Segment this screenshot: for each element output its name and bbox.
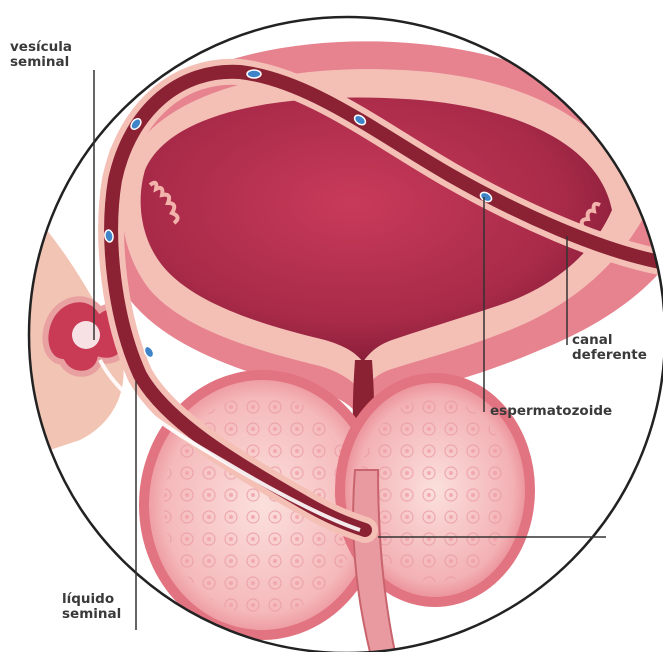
label-vesicula-seminal-line2: seminal [10, 55, 72, 70]
label-canal-deferente: canal deferente [572, 333, 647, 363]
label-liquido-seminal-line1: líquido [62, 592, 121, 607]
label-vesicula-seminal-line1: vesícula [10, 40, 72, 55]
label-liquido-seminal-line2: seminal [62, 607, 121, 622]
label-espermatozoide: espermatozoide [490, 404, 612, 419]
seminal-vesicle-lumen [72, 321, 100, 349]
label-canal-deferente-line1: canal [572, 333, 647, 348]
label-canal-deferente-line2: deferente [572, 348, 647, 363]
label-espermatozoide-text: espermatozoide [490, 404, 612, 419]
label-vesicula-seminal: vesícula seminal [10, 40, 72, 70]
label-liquido-seminal: líquido seminal [62, 592, 121, 622]
